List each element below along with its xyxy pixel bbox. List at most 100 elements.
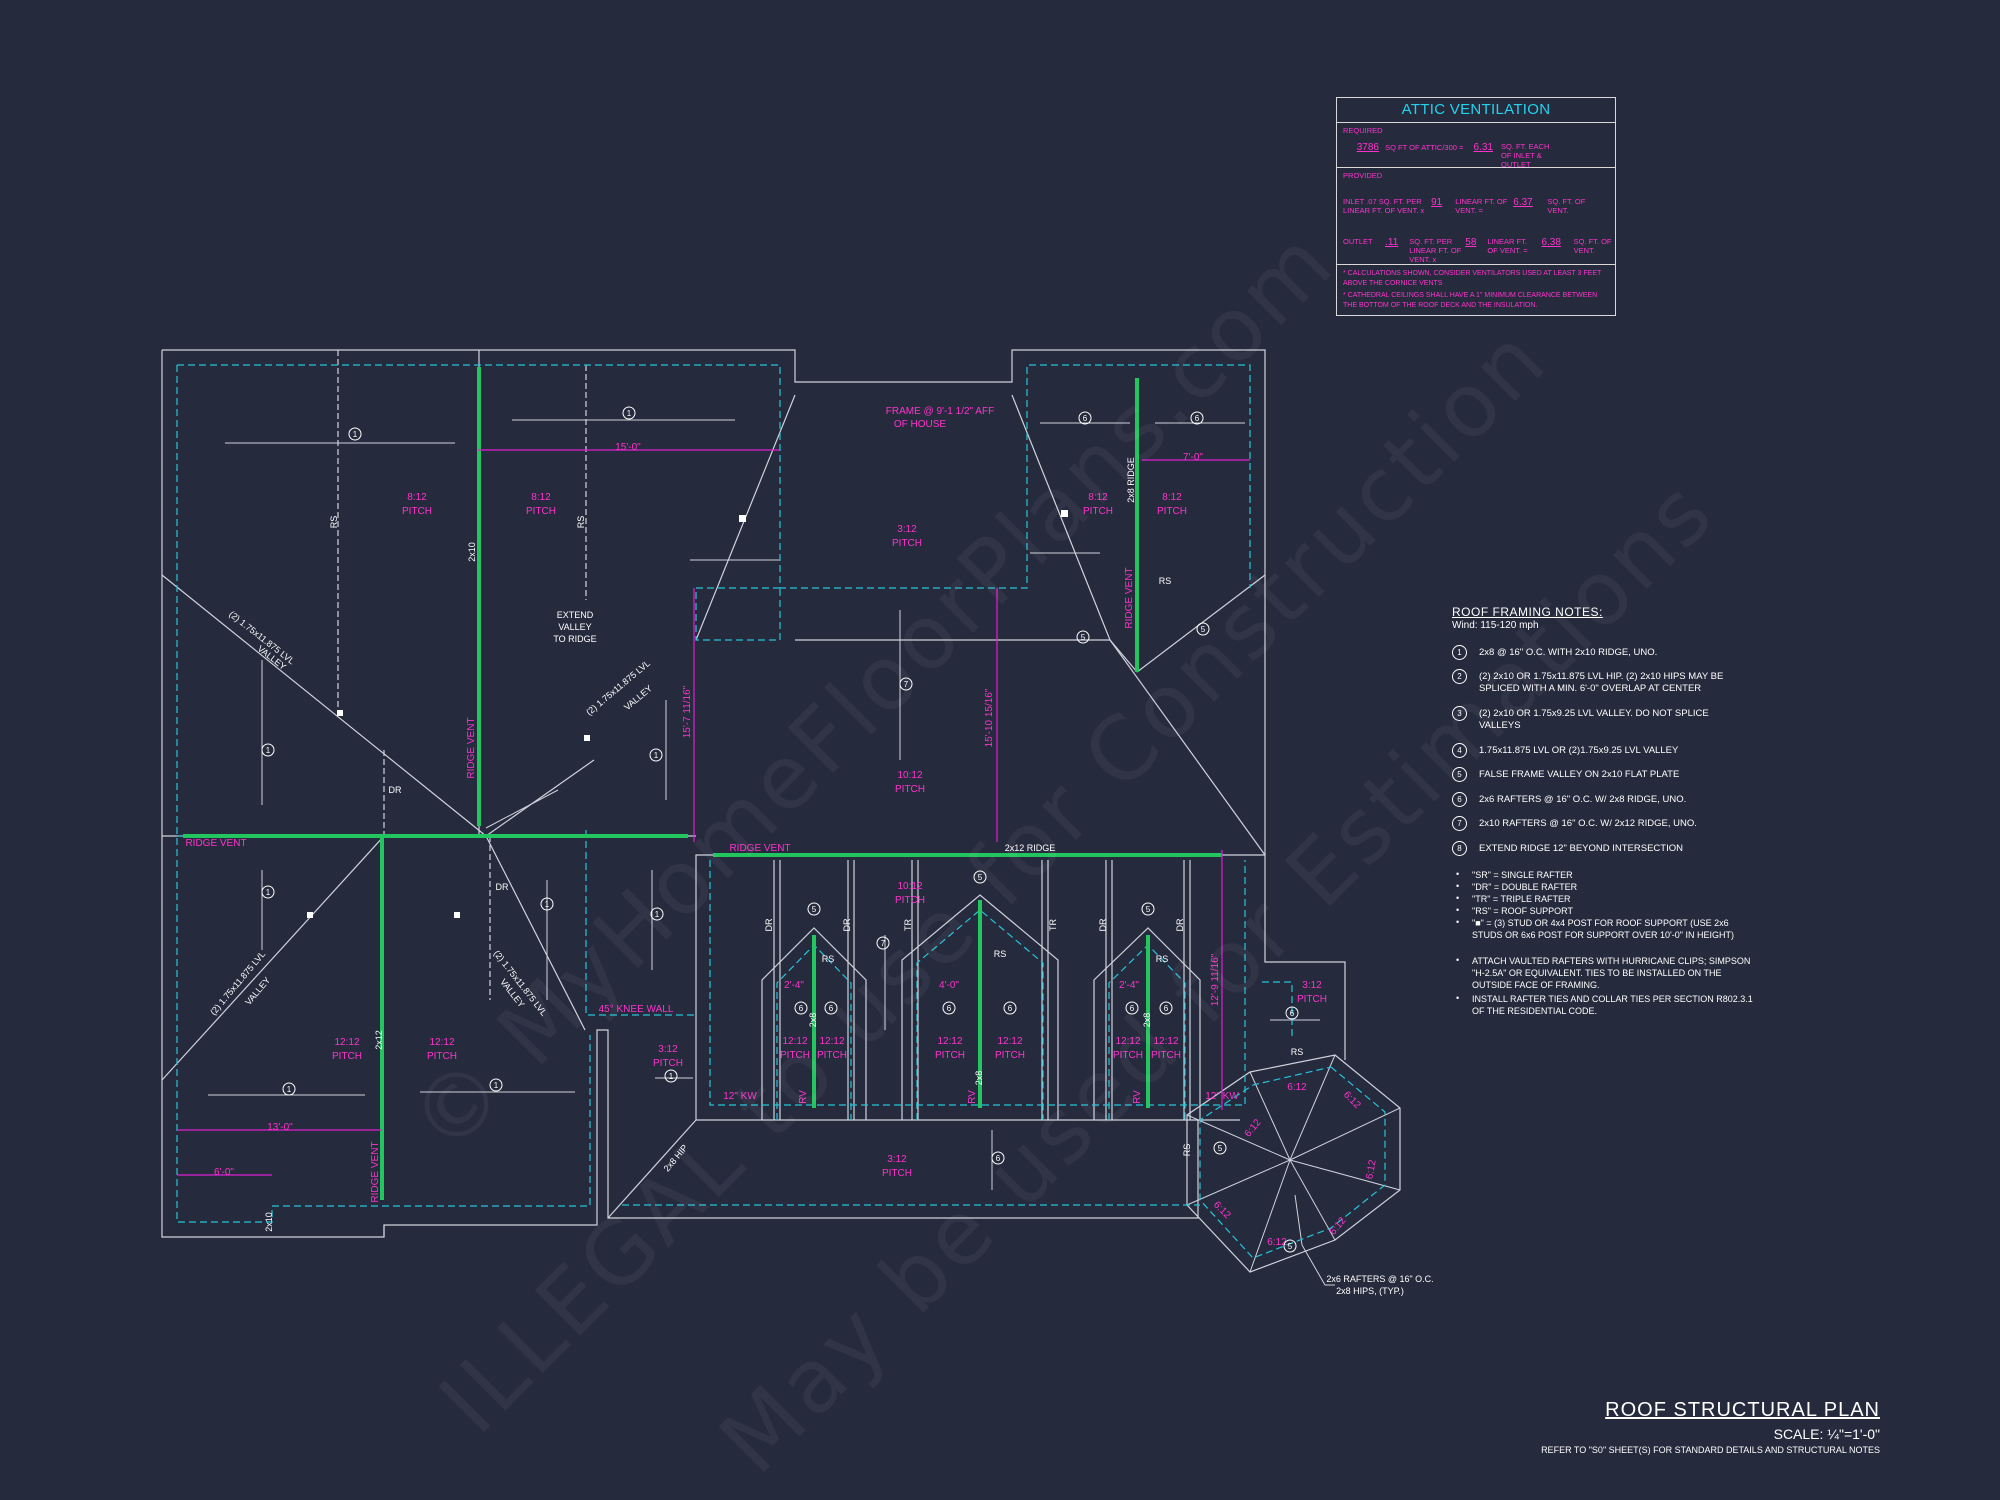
callout-number: 7 xyxy=(904,680,909,689)
svg-text:12:12: 12:12 xyxy=(782,1036,807,1047)
ridge-vent-label: RIDGE VENT xyxy=(1124,567,1135,628)
attic-note-2: * CATHEDRAL CEILINGS SHALL HAVE A 1" MIN… xyxy=(1343,292,1598,309)
ridge-vent-label: RIDGE VENT xyxy=(729,843,790,854)
dimension: 12'-9 11/16" xyxy=(1210,953,1221,1006)
svg-text:2x12: 2x12 xyxy=(374,1030,384,1050)
inlet-label: INLET .07 SQ. FT. PER LINEAR FT. OF VENT… xyxy=(1343,197,1425,215)
svg-text:12:12: 12:12 xyxy=(997,1036,1022,1047)
svg-text:RS: RS xyxy=(1159,576,1172,586)
svg-text:RV: RV xyxy=(798,1090,809,1104)
octagon-note: 2x8 HIPS, (TYP.) xyxy=(1336,1286,1404,1296)
ridge-label: 2x12 RIDGE xyxy=(1005,843,1056,853)
svg-text:VALLEY: VALLEY xyxy=(558,622,591,632)
svg-text:PITCH: PITCH xyxy=(935,1050,965,1061)
svg-text:PITCH: PITCH xyxy=(817,1050,847,1061)
ridge-vent-label: RIDGE VENT xyxy=(185,838,246,849)
callout-number: 5 xyxy=(1081,633,1086,642)
pitch-label: 3:12 xyxy=(887,1154,907,1165)
callout-number: 6 xyxy=(996,1154,1001,1163)
dimension: 7'-0" xyxy=(1183,452,1203,463)
svg-text:RS: RS xyxy=(822,954,835,964)
ridge-vent-label: RIDGE VENT xyxy=(466,717,477,778)
svg-text:DR: DR xyxy=(496,882,509,892)
wall-outline-left xyxy=(161,350,1199,1238)
attic-ventilation-table: ATTIC VENTILATION REQUIRED 3786 SQ FT OF… xyxy=(1336,97,1616,316)
callout-number: 6 xyxy=(947,1004,952,1013)
callout-number: 1 xyxy=(654,751,659,760)
pitch-label: 8:12 xyxy=(531,492,551,503)
dimension: 6'-0" xyxy=(214,1167,234,1178)
frame-note: OF HOUSE xyxy=(894,419,947,430)
wind-speed: Wind: 115-120 mph xyxy=(1452,620,1539,631)
wall-outline-right xyxy=(1264,855,1346,1060)
dimension: 15'-7 11/16" xyxy=(682,685,693,738)
callout-number: 1 xyxy=(287,1085,292,1094)
notes-heading: ROOF FRAMING NOTES: xyxy=(1452,605,1603,619)
svg-text:12:12: 12:12 xyxy=(819,1036,844,1047)
outlet-value: 6.38 xyxy=(1541,237,1561,248)
svg-text:DR: DR xyxy=(842,918,852,931)
svg-text:6:12: 6:12 xyxy=(1328,1215,1349,1237)
provided-label: PROVIDED xyxy=(1343,171,1383,180)
outlet-lf: 58 xyxy=(1465,237,1477,248)
svg-text:PITCH: PITCH xyxy=(1151,1050,1181,1061)
pitch-label: 8:12 xyxy=(1162,492,1182,503)
pitch-word: PITCH xyxy=(427,1051,457,1062)
callout-number: 6 xyxy=(1130,1004,1135,1013)
inlet-unit: SQ. FT. OF VENT. xyxy=(1547,197,1586,215)
callout-number: 5 xyxy=(1146,905,1151,914)
wall-outline xyxy=(162,349,1266,855)
outlet-unit: SQ. FT. OF VENT. xyxy=(1573,237,1612,255)
svg-text:RS: RS xyxy=(1156,954,1169,964)
svg-text:2x8: 2x8 xyxy=(974,1071,984,1086)
svg-text:PITCH: PITCH xyxy=(1113,1050,1143,1061)
svg-text:PITCH: PITCH xyxy=(780,1050,810,1061)
pitch-label: 10:12 xyxy=(897,770,922,781)
svg-text:PITCH: PITCH xyxy=(995,1050,1025,1061)
svg-text:2x8: 2x8 xyxy=(808,1013,818,1028)
svg-text:12:12: 12:12 xyxy=(1153,1036,1178,1047)
callout-number: 6 xyxy=(799,1004,804,1013)
knee-wall-label: 12" KW xyxy=(1205,1091,1239,1102)
callout-number: 1 xyxy=(494,1081,499,1090)
pitch-label: 12:12 xyxy=(429,1037,454,1048)
svg-text:RV: RV xyxy=(1132,1090,1143,1104)
attic-note-1: * CALCULATIONS SHOWN, CONSIDER VENTILATO… xyxy=(1343,270,1602,287)
svg-text:2x10: 2x10 xyxy=(467,542,477,562)
svg-text:2x10: 2x10 xyxy=(264,1212,274,1232)
ridge-vent-label: RIDGE VENT xyxy=(370,1141,381,1202)
attic-title: ATTIC VENTILATION xyxy=(1337,98,1615,123)
valley-label: (2) 1.75x11.875 LVL xyxy=(227,609,296,666)
pitch-label: 12:12 xyxy=(334,1037,359,1048)
dimension: 15'-0" xyxy=(615,442,641,453)
pitch-word: PITCH xyxy=(1083,506,1113,517)
dimension: 15'-10 15/16" xyxy=(984,688,995,747)
pitch-word: PITCH xyxy=(895,895,925,906)
callout-number: 5 xyxy=(978,873,983,882)
pitch-label: 10:12 xyxy=(897,881,922,892)
frame-note: FRAME @ 9'-1 1/2" AFF xyxy=(886,406,994,417)
outlet-rate-label: SQ. FT. PER LINEAR FT. OF VENT. x xyxy=(1409,237,1462,264)
pitch-word: PITCH xyxy=(402,506,432,517)
svg-text:TR: TR xyxy=(903,919,913,931)
callout-number: 5 xyxy=(1201,625,1206,634)
svg-text:DR: DR xyxy=(764,918,774,931)
dimension: 13'-0" xyxy=(267,1122,293,1133)
outlet-rate: .11 xyxy=(1385,237,1399,248)
svg-text:6:12: 6:12 xyxy=(1287,1082,1307,1093)
svg-text:12:12: 12:12 xyxy=(1115,1036,1140,1047)
callout-number: 5 xyxy=(1288,1242,1293,1251)
pitch-word: PITCH xyxy=(892,538,922,549)
pitch-word: PITCH xyxy=(1157,506,1187,517)
callout-number: 6 xyxy=(1290,1009,1295,1018)
svg-text:RV: RV xyxy=(967,1090,978,1104)
pitch-label: 3:12 xyxy=(1302,980,1322,991)
callout-number: 6 xyxy=(1164,1004,1169,1013)
valley-label: VALLEY xyxy=(622,683,654,712)
pitch-word: PITCH xyxy=(332,1051,362,1062)
pitch-label: 3:12 xyxy=(658,1044,678,1055)
callout-number: 1 xyxy=(627,409,632,418)
svg-text:6:12: 6:12 xyxy=(1341,1089,1363,1111)
svg-text:6:12: 6:12 xyxy=(1364,1159,1378,1181)
callout-number: 6 xyxy=(1195,414,1200,423)
